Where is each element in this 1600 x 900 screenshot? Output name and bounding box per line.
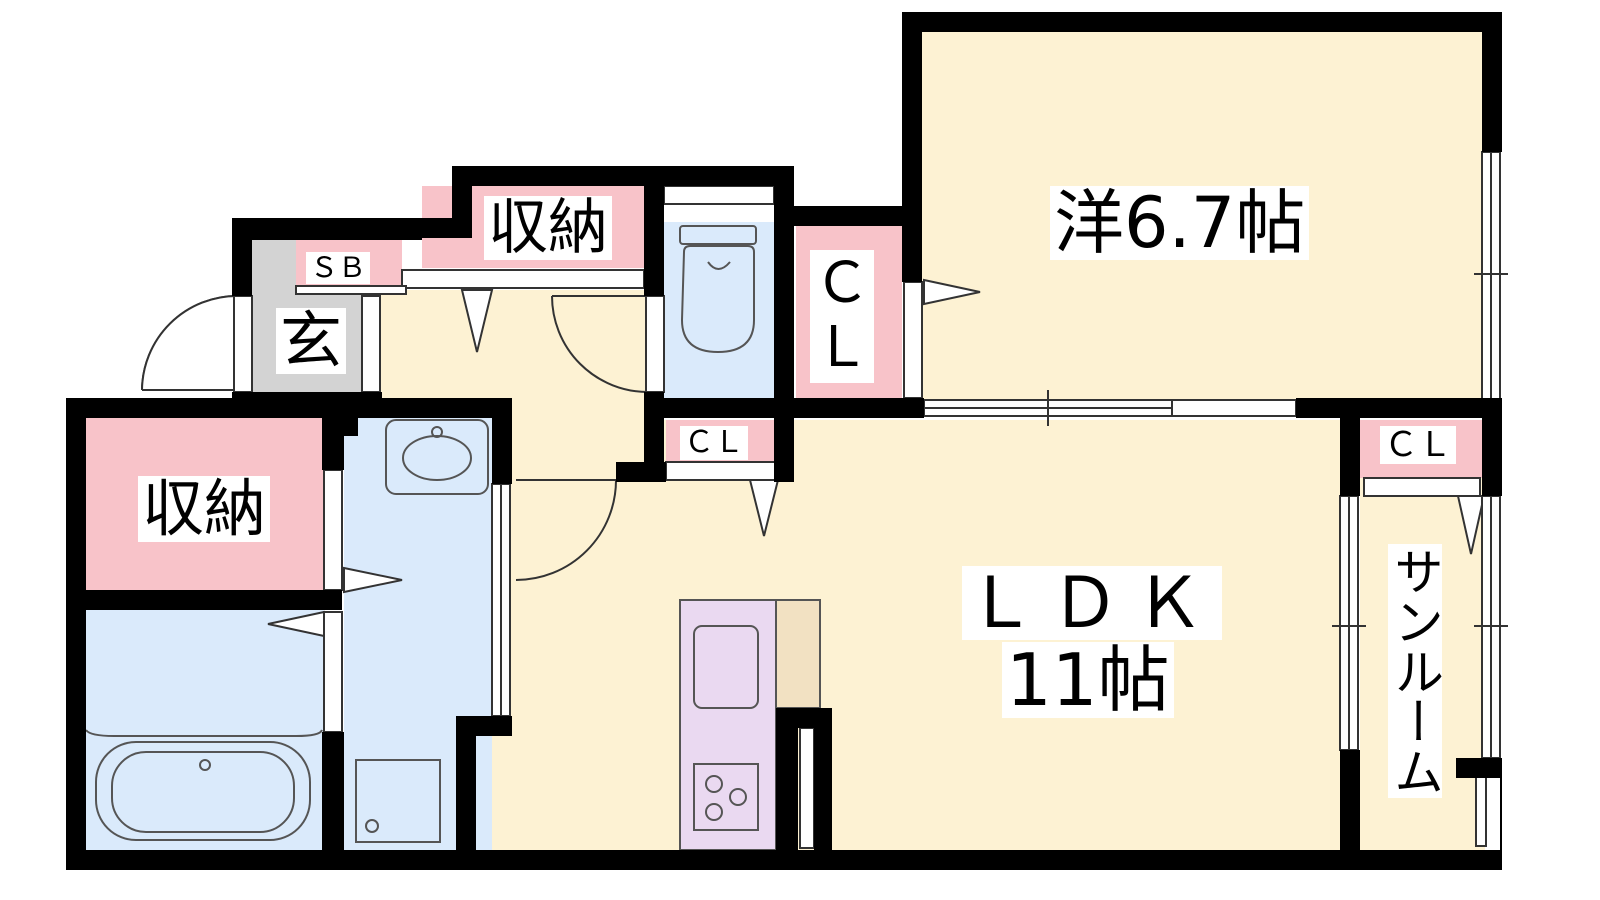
bathtub xyxy=(85,729,323,841)
wall-sunroom-left xyxy=(1340,418,1360,496)
entrance-label: 玄 xyxy=(276,308,347,374)
bathroom-fill xyxy=(86,610,324,850)
wall-right-bottom xyxy=(1500,758,1502,870)
wall-entrance-bottom xyxy=(232,392,382,398)
wall-western-top xyxy=(902,12,1502,32)
toilet xyxy=(679,225,757,354)
sunroom-label: サンルーム xyxy=(1386,544,1444,798)
wall-top-storage-left xyxy=(452,166,472,218)
door-fill xyxy=(142,296,237,390)
toilet-room-fill xyxy=(664,222,774,398)
pillar-small xyxy=(344,418,358,436)
washroom-fill-2 xyxy=(344,700,456,850)
wall-kitchen-post-v xyxy=(814,708,832,850)
wall-closet-hall-right xyxy=(774,418,794,482)
openings xyxy=(233,151,1508,849)
closet-sunroom-label: ＣＬ xyxy=(1380,426,1456,464)
stove xyxy=(693,763,759,831)
wall-kitchen-post-v2 xyxy=(776,708,798,850)
wall-closet-left xyxy=(774,166,794,418)
wall-bath-right-low xyxy=(322,732,344,850)
wall-top-storage xyxy=(452,166,794,186)
closet-western-label: Ｃ Ｌ xyxy=(810,250,874,383)
wall-right-mid xyxy=(1482,398,1502,496)
western-room-label: 洋6.7帖 xyxy=(1050,186,1310,260)
wall-bath-right xyxy=(322,398,344,470)
storage-left-label: 収納 xyxy=(138,476,271,542)
wall-toilet-left xyxy=(644,186,664,296)
wall-entrance-left xyxy=(232,218,252,296)
wall-right-top xyxy=(1482,12,1502,152)
wall-storage-bottom xyxy=(86,590,342,610)
wall-entrance-top xyxy=(232,218,422,240)
wall-sunroom-left-low xyxy=(1340,750,1360,850)
wall-hall-mid xyxy=(616,462,666,482)
ldk-label: ＬＤＫ xyxy=(962,566,1222,640)
storage-top-label: 収納 xyxy=(484,196,612,260)
stove-burners xyxy=(705,775,747,821)
wall-western-bottom xyxy=(774,398,924,418)
wall-left-top xyxy=(66,398,512,418)
counter-side xyxy=(775,599,821,709)
wall-ldk-top-right xyxy=(1296,398,1502,418)
wall-western-left xyxy=(902,12,922,282)
wall-wash-right xyxy=(492,398,512,484)
wall-toilet-bottom xyxy=(644,398,794,418)
closet-hall-label: ＣＬ xyxy=(680,426,748,460)
washbasin xyxy=(385,419,489,495)
door-swings-outer xyxy=(141,295,238,391)
shoebox-label: ＳＢ xyxy=(306,252,371,284)
wall-closet-top xyxy=(794,206,904,226)
wall-bottom xyxy=(66,850,1502,870)
wall-right-low xyxy=(1456,758,1502,778)
wall-wash-step-v xyxy=(456,716,476,850)
closet-door-markers xyxy=(267,278,1486,638)
washing-machine-pan xyxy=(355,759,441,843)
ldk-size-label: 11帖 xyxy=(1002,642,1174,718)
sink xyxy=(693,625,759,709)
wall-left xyxy=(66,398,86,870)
walls xyxy=(66,12,1502,870)
kitchen xyxy=(679,599,821,851)
